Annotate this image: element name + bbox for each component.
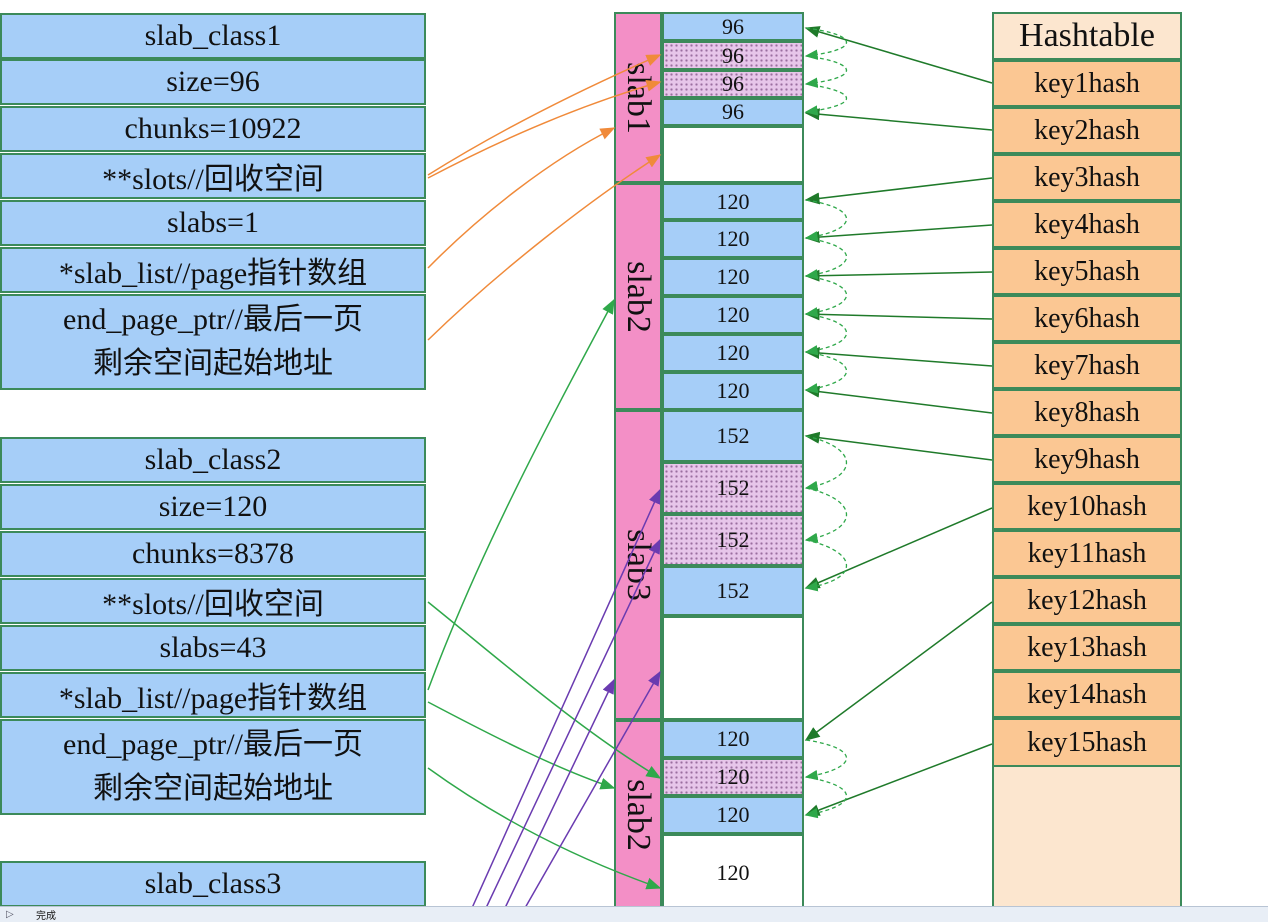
chunk-empty [662,616,804,720]
arrow-hash-to-chunk [804,224,993,244]
hash-key: key15hash [992,718,1182,767]
play-icon: ▷ [6,909,14,920]
slab-band-1: slab1 [614,12,662,183]
chunk: 120 [662,334,804,372]
arrow-hash-to-chunk [804,431,993,461]
arrow-hash-to-chunk [804,269,993,282]
slab-class-slots: **slots//回收空间 [0,153,426,199]
hash-key: key9hash [992,436,1182,483]
arrow-hash-to-chunk [804,177,993,205]
chunk: 152 [662,566,804,616]
chunk-free: 120 [662,758,804,796]
arrow-hash-to-chunk [804,347,993,367]
chain-arc [804,351,848,394]
slab-class-slab-list: *slab_list//page指针数组 [0,672,426,718]
slab-band-4: slab2 [614,720,662,910]
arrow-hash-to-chunk [804,26,993,84]
chain-arc [804,539,848,592]
end-page-line1: end_page_ptr//最后一页 [63,728,363,761]
arrow-hash-to-chunk [804,385,993,414]
chunk: 152 [662,410,804,462]
hash-key: key1hash [992,60,1182,107]
chunk: 120 [662,796,804,834]
hash-key: key14hash [992,671,1182,718]
arrow-class3-to-slab3 [504,678,615,909]
slab-class-slabs: slabs=1 [0,200,426,246]
hash-key: key12hash [992,577,1182,624]
arrow-hash-to-chunk [804,308,993,321]
slab-class-size: size=120 [0,484,426,530]
chunk-free: 152 [662,462,804,514]
slab-band-label: slab2 [620,779,657,851]
slab-class-name: slab_class2 [0,437,426,483]
chunk-partial: 120 [662,834,804,910]
chunk-empty [662,126,804,183]
slab-class-chunks: chunks=8378 [0,531,426,577]
chain-arc [804,83,848,116]
chunk: 120 [662,183,804,220]
chain-arc [804,199,848,242]
chain-arc [804,739,848,781]
slab-class-name: slab_class3 [0,861,426,907]
hash-key: key6hash [992,295,1182,342]
hash-key: key13hash [992,624,1182,671]
arrow-hash-to-chunk [804,108,993,131]
end-page-line2: 剩余空间起始地址 [93,347,333,380]
slab-class-slots: **slots//回收空间 [0,578,426,624]
end-page-line1: end_page_ptr//最后一页 [63,303,363,336]
chain-arc [804,275,848,318]
slab-class-slab-list: *slab_list//page指针数组 [0,247,426,293]
arrow-slablist-to-slab1 [427,127,616,269]
chunk: 120 [662,296,804,334]
slab-band-2: slab2 [614,183,662,410]
chain-arc [804,55,848,88]
hash-key: key8hash [992,389,1182,436]
chain-arc [804,435,848,491]
slab-class-end-page: end_page_ptr//最后一页 剩余空间起始地址 [0,294,426,390]
slab-class-end-page: end_page_ptr//最后一页 剩余空间起始地址 [0,719,426,815]
hash-key: key10hash [992,483,1182,530]
end-page-line2: 剩余空间起始地址 [93,772,333,805]
chunk-free: 96 [662,70,804,98]
arrow-hash-to-chunk [804,743,993,816]
hash-key: key7hash [992,342,1182,389]
hash-key: key2hash [992,107,1182,154]
arrow-slablist-to-slab2 [427,298,615,691]
hash-key: key5hash [992,248,1182,295]
arrow-hash-to-chunk [804,507,993,589]
chain-arc [804,237,848,280]
hash-key: key3hash [992,154,1182,201]
slab-class-size: size=96 [0,59,426,105]
hash-key: key4hash [992,201,1182,248]
slab-band-label: slab3 [620,529,657,601]
chunk: 120 [662,372,804,410]
arrow-hash-to-chunk [804,601,993,741]
status-bar: ▷ 完成 [0,906,1268,922]
chunk: 96 [662,12,804,41]
hash-key: key11hash [992,530,1182,577]
chunk: 120 [662,720,804,758]
chain-arc [804,487,848,543]
chain-arc [804,313,848,356]
slab-class-name: slab_class1 [0,13,426,59]
status-text: 完成 [36,911,56,922]
chunk: 120 [662,220,804,258]
chunk-free: 152 [662,514,804,566]
chain-arc [804,776,848,819]
slab-class-chunks: chunks=10922 [0,106,426,152]
hashtable-title: Hashtable [992,12,1182,60]
chunk: 120 [662,258,804,296]
chunk-free: 96 [662,41,804,70]
arrow-slablist-to-slab2b [427,701,616,790]
slab-band-label: slab2 [620,260,657,333]
slab-band-label: slab1 [620,61,657,134]
chunk: 96 [662,98,804,126]
chain-arc [804,27,848,60]
slab-band-3: slab3 [614,410,662,720]
slab-class-slabs: slabs=43 [0,625,426,671]
